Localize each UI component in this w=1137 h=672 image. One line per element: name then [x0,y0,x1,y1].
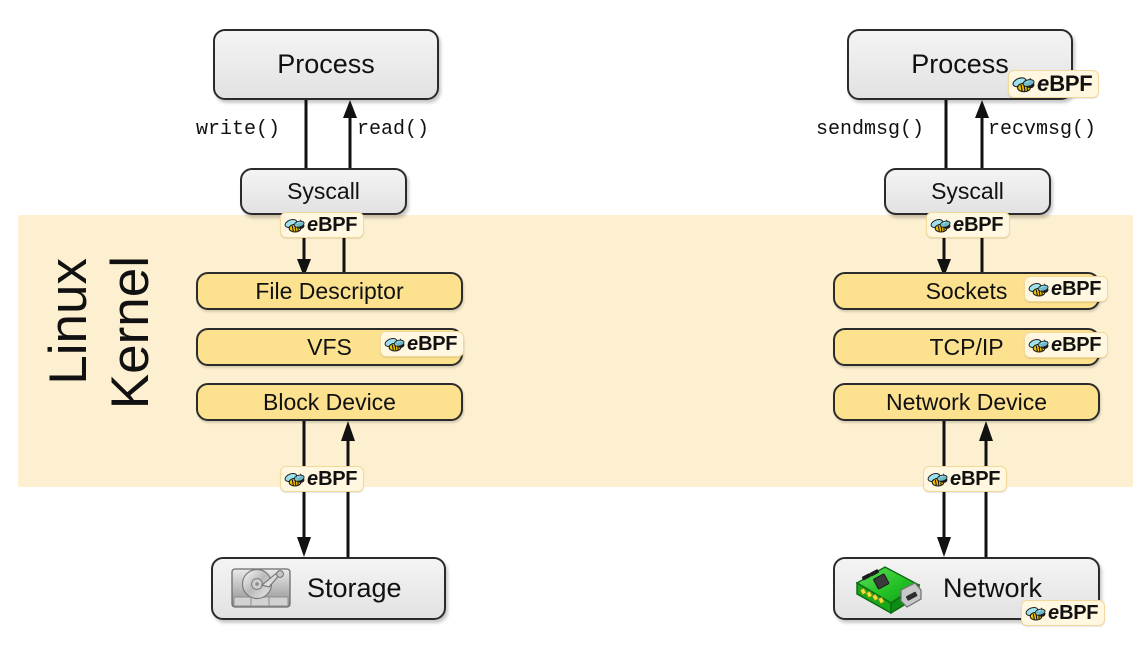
network-card-icon [855,565,922,614]
ebpf-bpf-text: BPF [318,468,358,490]
left-device-storage-label: Storage [307,573,402,603]
left-arrow-storage-to-block [338,421,358,557]
ebpf-bpf-text: BPF [1062,334,1102,356]
ebpf-e-text: e [1051,334,1063,356]
hard-disk-icon [231,567,291,608]
ebpf-e-text: e [1048,602,1060,624]
right-layer-network-device[interactable]: Network Device [833,383,1100,421]
ebpf-bpf-text: BPF [1059,602,1099,624]
bee-icon [284,218,305,233]
bee-icon [930,218,951,233]
right-arrow-syscall-to-process [972,100,992,168]
right-syscall-read-label: recvmsg() [988,118,1097,141]
ebpf-bpf-text: BPF [418,333,458,355]
left-device-storage-box[interactable]: Storage [211,557,446,620]
right-process-label: Process [911,49,1009,79]
left-layer-block-device[interactable]: Block Device [196,383,463,421]
ebpf-e-text: e [953,214,965,236]
ebpf-e-text: e [407,333,419,355]
bee-icon [1025,606,1046,621]
kernel-band-label-kernel: Kernel [101,256,160,410]
left-syscall-box[interactable]: Syscall [240,168,407,215]
left-layer-file-descriptor-label: File Descriptor [255,277,404,304]
left-syscall-read-label: read() [357,118,430,141]
ebpf-bpf-text: BPF [1049,71,1093,96]
left-process-box[interactable]: Process [213,29,439,100]
right-syscall-write-label: sendmsg() [816,118,925,141]
left-arrow-syscall-to-process [340,100,360,168]
right-syscall-box[interactable]: Syscall [884,168,1051,215]
right-syscall-label: Syscall [931,178,1004,204]
ebpf-e-text: e [950,468,962,490]
ebpf-bpf-text: BPF [1062,278,1102,300]
left-syscall-label: Syscall [287,178,360,204]
right-layer-sockets-label: Sockets [925,277,1008,304]
left-layer-block-device-label: Block Device [263,388,396,415]
left-syscall-write-label: write() [196,118,281,141]
right-device-network-label: Network [943,573,1043,603]
right-arrow-process-to-syscall [940,100,952,168]
bee-icon [384,337,405,352]
bee-icon [1012,76,1035,92]
left-process-label: Process [277,49,375,79]
ebpf-e-text: e [1051,278,1063,300]
bee-icon [284,472,305,487]
ebpf-bpf-text: BPF [318,214,358,236]
left-layer-vfs-label: VFS [307,333,352,360]
ebpf-bpf-text: BPF [964,214,1004,236]
bee-icon [1028,338,1049,353]
right-layer-tcpip-label: TCP/IP [929,333,1004,360]
right-arrow-network-to-netdev [976,421,996,557]
ebpf-e-text: e [307,468,319,490]
left-arrow-process-to-syscall [300,100,312,168]
kernel-band-label-linux: Linux [39,258,98,385]
ebpf-e-text: e [307,214,319,236]
right-layer-network-device-label: Network Device [885,388,1048,415]
ebpf-bpf-text: BPF [961,468,1001,490]
ebpf-e-text: e [1037,71,1050,96]
bee-icon [1028,282,1049,297]
bee-icon [927,472,948,487]
left-layer-file-descriptor[interactable]: File Descriptor [196,272,463,310]
